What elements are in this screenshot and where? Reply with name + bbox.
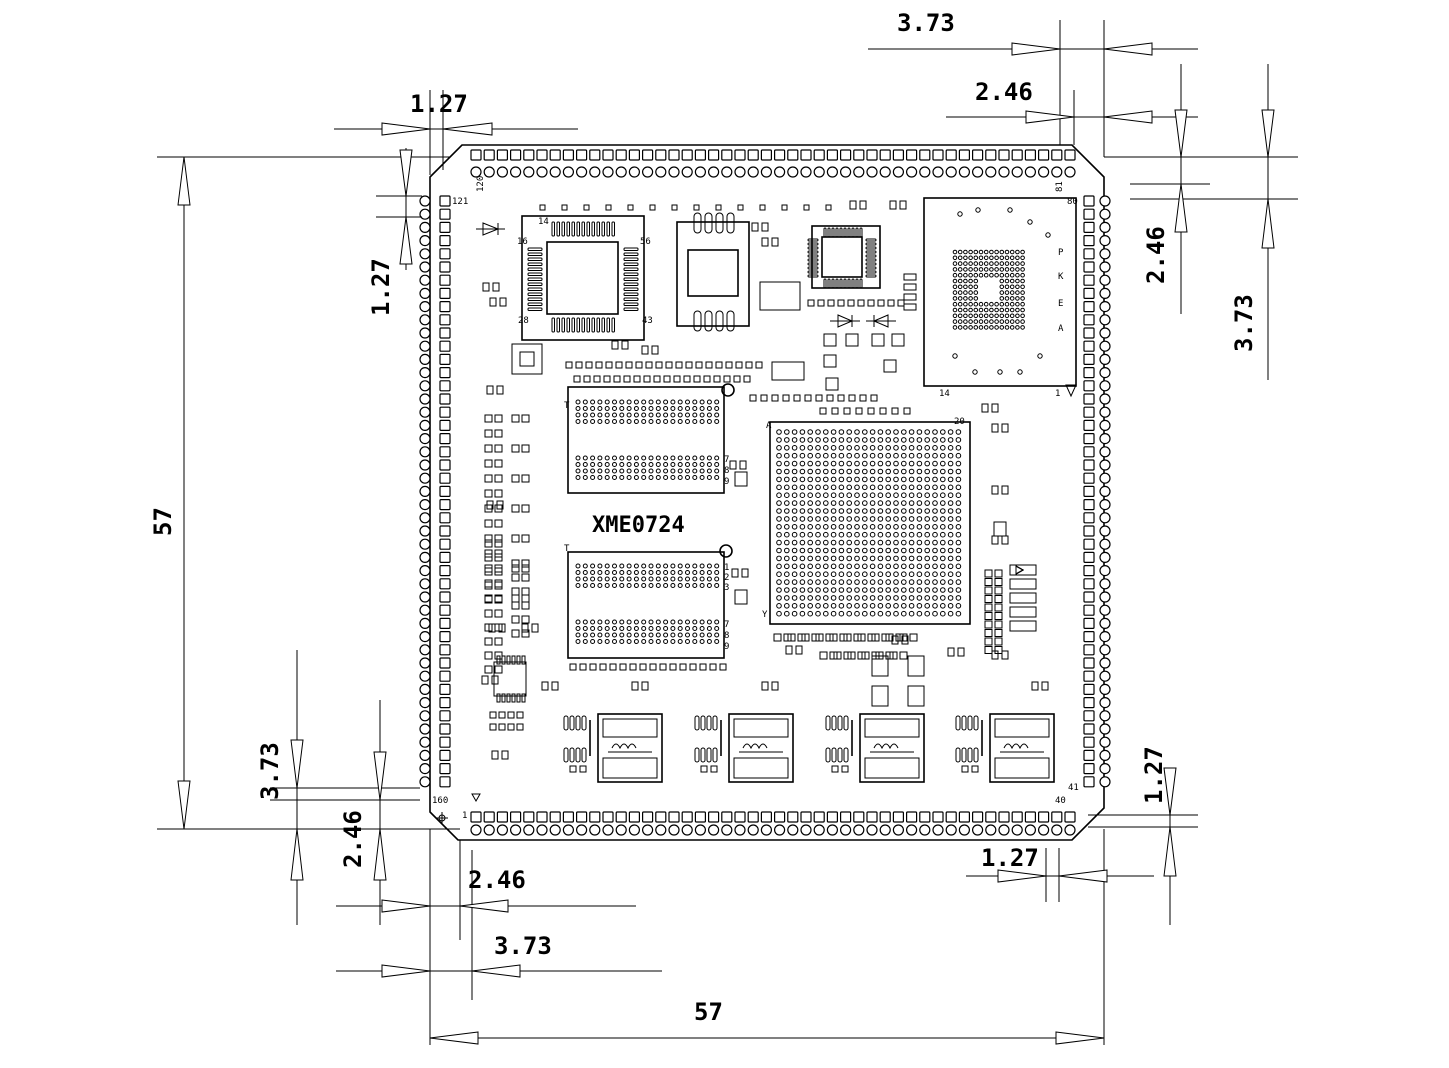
board-outline xyxy=(429,144,1105,841)
bga-large-chip: 20 A Y xyxy=(762,417,971,625)
dim-bot-57: 57 xyxy=(694,998,723,1026)
svg-text:14: 14 xyxy=(538,217,549,227)
memory-chip-1: T 7 8 9 xyxy=(564,383,735,494)
svg-text:8: 8 xyxy=(724,631,729,641)
bga-small-chip: P K E A 14 1 xyxy=(923,197,1077,399)
dim-botleft-2-46: 2.46 xyxy=(339,810,367,868)
svg-text:9: 9 xyxy=(724,642,729,652)
svg-text:3: 3 xyxy=(724,583,729,593)
diodes xyxy=(476,222,896,328)
memory-chip-2: T 1 2 3 7 8 9 xyxy=(564,544,733,659)
pin-label-1: 1 xyxy=(462,811,467,821)
svg-text:7: 7 xyxy=(724,455,729,465)
soic-chip xyxy=(676,212,750,332)
svg-text:1: 1 xyxy=(724,563,729,573)
svg-text:T: T xyxy=(564,544,570,554)
magnetics-row xyxy=(563,713,1055,783)
passive-components xyxy=(481,200,1049,760)
svg-text:2: 2 xyxy=(724,573,729,583)
qfp-chip: 16 14 56 28 43 xyxy=(517,215,653,341)
board-marking: XME0724 xyxy=(592,513,685,538)
svg-text:P: P xyxy=(1058,248,1064,258)
svg-text:K: K xyxy=(1058,272,1064,282)
dim-left-1-27: 1.27 xyxy=(367,258,395,316)
svg-text:20: 20 xyxy=(954,417,965,427)
dim-top-2-46: 2.46 xyxy=(975,78,1033,106)
dim-left-57: 57 xyxy=(149,507,177,536)
dim-botleft-3-73: 3.73 xyxy=(256,742,284,800)
dim-botright-1-27: 1.27 xyxy=(981,844,1039,872)
svg-text:56: 56 xyxy=(640,237,651,247)
dim-topleft-1-27: 1.27 xyxy=(410,90,468,118)
dim-right-3-73: 3.73 xyxy=(1230,294,1258,352)
pin-label-121: 121 xyxy=(452,197,468,207)
pin-label-160: 160 xyxy=(432,796,448,806)
edge-pins xyxy=(419,149,1111,836)
dim-bot-2-46: 2.46 xyxy=(468,866,526,894)
pin-label-40: 40 xyxy=(1055,796,1066,806)
dim-right-2-46: 2.46 xyxy=(1142,226,1170,284)
svg-text:8: 8 xyxy=(724,466,729,476)
svg-text:A: A xyxy=(1058,324,1064,334)
origin-circle-icon xyxy=(438,814,446,822)
dim-right-1-27: 1.27 xyxy=(1140,746,1168,804)
pin1-marker-icon xyxy=(471,793,481,803)
dimension-arrows xyxy=(177,42,1275,1045)
svg-text:T: T xyxy=(564,401,570,411)
svg-text:9: 9 xyxy=(724,477,729,487)
svg-text:43: 43 xyxy=(642,316,653,326)
svg-text:A: A xyxy=(766,421,772,431)
dim-bot-3-73: 3.73 xyxy=(494,932,552,960)
qfn-chip xyxy=(807,225,881,289)
svg-text:28: 28 xyxy=(518,316,529,326)
pin-label-120: 120 xyxy=(476,176,486,192)
origin-cross-icon xyxy=(436,812,448,824)
pin-label-41: 41 xyxy=(1068,783,1079,793)
svg-text:7: 7 xyxy=(724,620,729,630)
svg-text:Y: Y xyxy=(762,610,768,620)
svg-text:16: 16 xyxy=(517,237,528,247)
pin-label-81: 81 xyxy=(1055,181,1065,192)
svg-text:E: E xyxy=(1058,299,1063,309)
dim-top-3-73: 3.73 xyxy=(897,9,955,37)
pin-label-80: 80 xyxy=(1067,197,1078,207)
svg-text:14: 14 xyxy=(939,389,950,399)
svg-text:1: 1 xyxy=(1055,389,1060,399)
